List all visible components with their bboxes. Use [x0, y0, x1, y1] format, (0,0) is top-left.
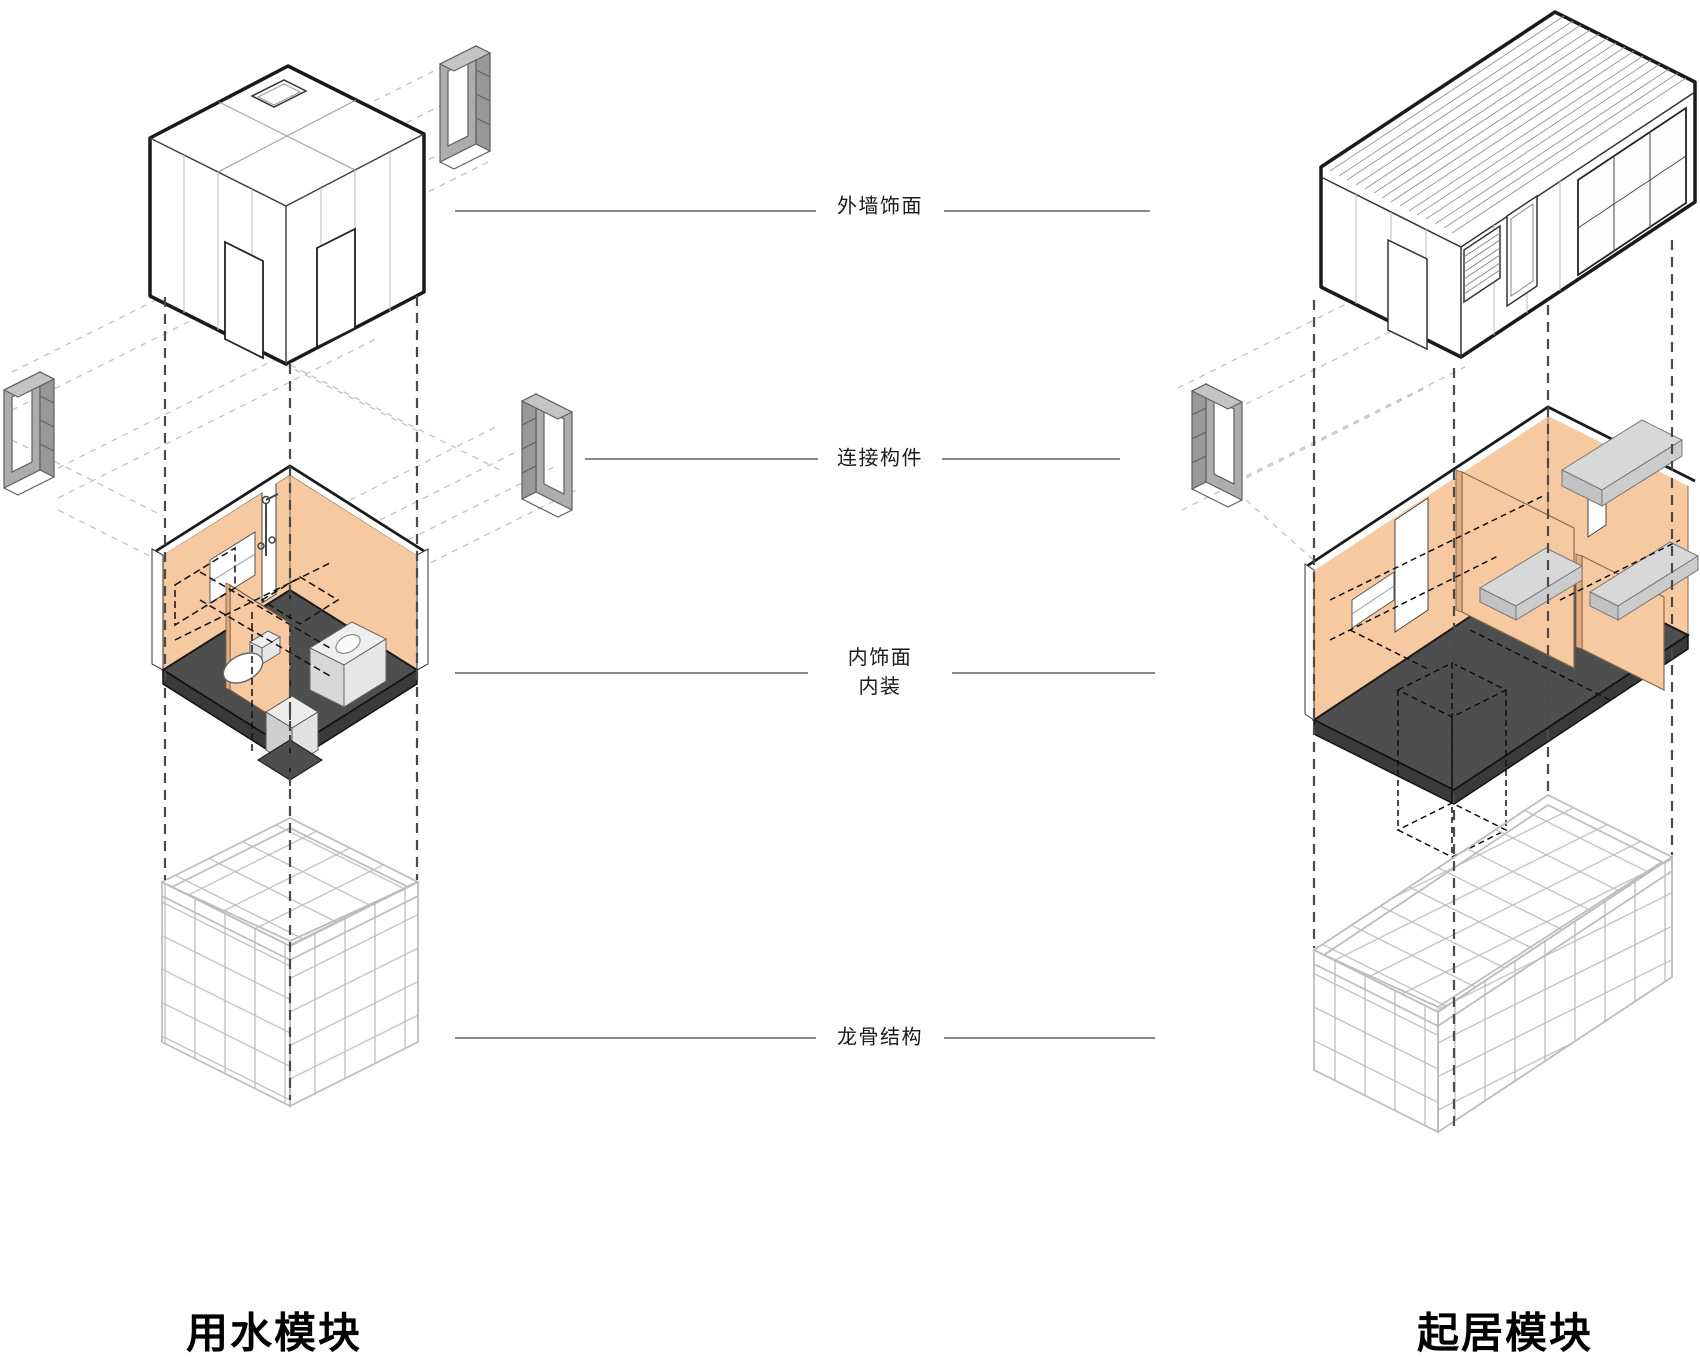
layer-label-interior-finish-line1: 内饰面	[847, 647, 913, 669]
layer-label-exterior-finish: 外墙饰面	[837, 195, 923, 218]
louver-window	[1463, 224, 1501, 304]
hidden-edge-dashes	[174, 546, 340, 788]
door-opening-right	[316, 227, 356, 349]
layer-label-keel-structure: 龙骨结构	[837, 1026, 923, 1049]
small-window	[1506, 194, 1538, 308]
connector-component-right	[1191, 383, 1243, 508]
layer-label-interior-finish-line2: 内装	[858, 676, 902, 698]
water-module-title: 用水模块	[185, 1309, 363, 1357]
connector-component-mid	[521, 393, 573, 518]
container-door	[1387, 238, 1428, 351]
living-keel-frame-drawing	[1312, 793, 1674, 1134]
bed-small	[1478, 547, 1584, 621]
interior-door-opening	[1394, 497, 1429, 633]
living-module	[1304, 10, 1700, 1134]
label-connector-lines	[455, 210, 1155, 1039]
living-interior-drawing	[1304, 405, 1700, 858]
projection-dash-lines	[11, 65, 1466, 577]
glazed-wall	[1577, 106, 1687, 277]
shower-fixture	[257, 493, 279, 556]
living-module-title: 起居模块	[1416, 1309, 1594, 1357]
water-exterior-shell-drawing	[148, 64, 426, 366]
connector-component-left	[3, 371, 55, 496]
toilet	[222, 630, 282, 684]
water-module	[148, 64, 429, 1108]
living-exterior-shell-drawing	[1319, 10, 1697, 359]
door-opening-left	[224, 240, 264, 360]
layer-label-interior-finish: 内饰面 内装	[848, 644, 913, 702]
bed-upper	[1560, 419, 1684, 507]
alignment-dash-verticals	[163, 240, 1674, 1130]
connector-component-top	[439, 45, 491, 170]
layer-label-connector: 连接构件	[837, 447, 923, 470]
water-interior-drawing	[151, 464, 429, 788]
water-keel-frame-drawing	[159, 816, 421, 1108]
vanity-cabinet	[308, 621, 388, 708]
